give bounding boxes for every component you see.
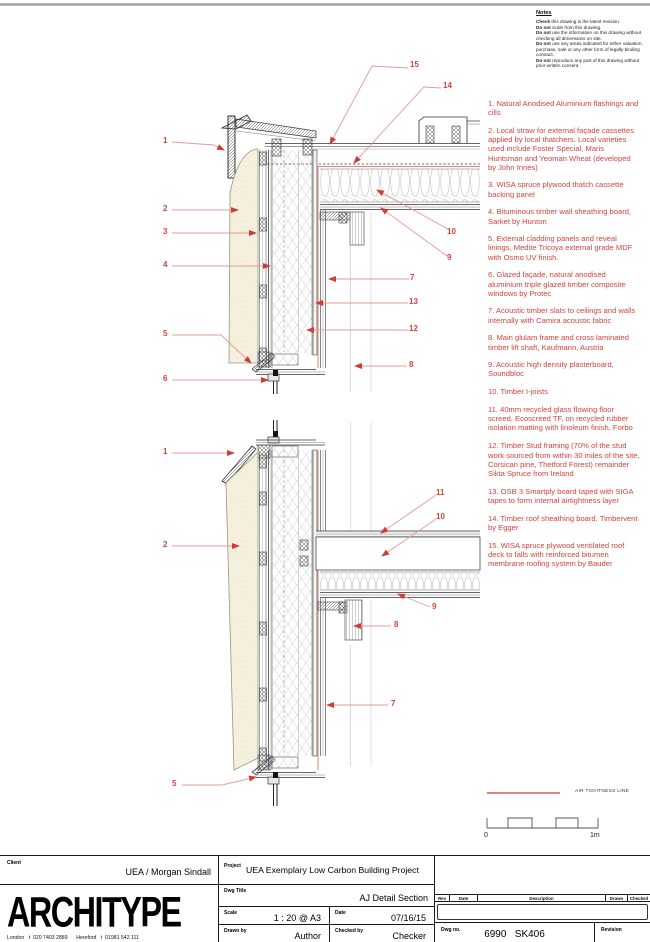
annotation-item-8: 8. Main glulam frame and cross laminated… (488, 333, 629, 352)
annotation-item-3: 3. WISA spruce plywood thatch cassette b… (488, 180, 624, 199)
contact-line: London t 020 7403 2889 Hereford t 01981 … (7, 935, 139, 941)
drawn-by-cell: Drawn by Author (219, 925, 330, 942)
checked-by-label: Checked by (334, 928, 364, 934)
callout-upper-10: 10 (447, 227, 456, 236)
callout-lower-1: 1 (163, 447, 168, 456)
upper-leader-lines (171, 65, 449, 383)
callout-upper-12: 12 (409, 324, 418, 333)
callout-upper-5: 5 (163, 329, 168, 338)
revision-table-header: Rev Date Description Drawn Checked (435, 893, 650, 902)
checked-by-value: Checker (392, 931, 426, 941)
project-cell: Project UEA Exemplary Low Carbon Buildin… (219, 856, 434, 885)
callout-lower-2: 2 (163, 540, 168, 549)
callout-upper-8: 8 (409, 360, 414, 369)
architype-logo: ARCHITYPE (7, 888, 182, 936)
scale-cell: Scale 1 : 20 @ A3 (219, 907, 330, 924)
drawn-by-value: Author (294, 931, 321, 941)
title-block-project-column: Project UEA Exemplary Low Carbon Buildin… (218, 856, 435, 942)
callout-upper-4: 4 (163, 260, 168, 269)
annotation-item-5: 5. External cladding panels and reveal l… (488, 234, 633, 262)
project-value: UEA Exemplary Low Carbon Building Projec… (246, 865, 419, 875)
dwg-no-label: Dwg no. (441, 927, 461, 934)
dwg-title-value: AJ Detail Section (359, 893, 428, 903)
title-block: Client UEA / Morgan Sindall ARCHITYPE Lo… (0, 855, 650, 942)
lower-leader-lines (172, 450, 437, 786)
dwg-no-value: 6990 SK406 (484, 929, 545, 941)
client-value: UEA / Morgan Sindall (125, 867, 211, 877)
callout-upper-14: 14 (443, 81, 452, 90)
scale-date-row: Scale 1 : 20 @ A3 Date 07/16/15 (219, 907, 434, 925)
callout-upper-13: 13 (409, 297, 418, 306)
callout-upper-2: 2 (163, 204, 168, 213)
scale-label-0: 0 (484, 832, 488, 839)
callout-upper-15: 15 (410, 60, 419, 69)
title-block-revision-column: Rev Date Description Drawn Checked Dwg n… (435, 856, 650, 942)
callout-upper-3: 3 (163, 227, 168, 236)
callout-upper-9: 9 (447, 253, 452, 262)
scale-value: 1 : 20 @ A3 (273, 913, 321, 923)
client-cell: Client UEA / Morgan Sindall (0, 856, 218, 885)
callout-upper-6: 6 (163, 374, 168, 383)
note-line: Do not scale from this drawing. (536, 24, 602, 30)
callout-lower-11: 11 (436, 488, 445, 497)
drawn-by-label: Drawn by (224, 928, 247, 934)
title-block-client-column: Client UEA / Morgan Sindall ARCHITYPE Lo… (0, 856, 218, 942)
client-label: Client (7, 860, 21, 866)
rev-col-header: Date (450, 894, 478, 901)
note-line: Do not reproduce any part of this drawin… (536, 57, 640, 69)
notes-panel: Notes Check this drawing is the latest r… (536, 10, 648, 69)
revision-empty-row (435, 902, 650, 923)
callout-lower-10: 10 (436, 512, 445, 521)
date-cell: Date 07/16/15 (330, 907, 434, 924)
annotation-item-1: 1. Natural Anodised Aluminium flashings … (488, 99, 639, 118)
revision-cell: Revision (595, 923, 650, 942)
dwg-title-cell: Dwg Title AJ Detail Section (219, 885, 434, 907)
lower-detail (172, 420, 481, 806)
annotation-item-15: 15. WISA spruce plywood ventilated roof … (488, 540, 625, 569)
callout-lower-8: 8 (394, 620, 399, 629)
scale-label: Scale (224, 910, 238, 916)
annotation-item-12: 12. Timber Stud framing (70% of the stud… (488, 441, 640, 479)
note-line: Do not use the information on this drawi… (536, 30, 641, 41)
rev-col-header: Drawn (606, 894, 628, 901)
annotation-item-10: 10. Timber I-joists (488, 387, 548, 397)
revision-row-box (437, 903, 648, 921)
upper-detail (171, 65, 480, 394)
air-tightness-label: AIR TIGHTNESS LINE (575, 789, 630, 794)
dwg-no-cell: Dwg no. 6990 SK406 (435, 923, 595, 942)
annotation-list: 1. Natural Anodised Aluminium flashings … (488, 99, 640, 577)
detail-drawing-svg (0, 3, 650, 829)
annotation-item-6: 6. Glazed façade, natural anodised alumi… (488, 270, 626, 298)
annotation-item-11: 11. 40mm recycled glass flowing floor sc… (488, 404, 633, 433)
air-tightness-line-sample (487, 792, 560, 794)
rev-col-header: Rev (435, 894, 450, 901)
annotation-item-14: 14. Timber roof sheathing board, Timberv… (488, 513, 638, 532)
notes-title: Notes (536, 10, 552, 16)
annotation-item-2: 2. Local straw for external façade casse… (488, 125, 635, 172)
callout-lower-5: 5 (172, 779, 177, 788)
callout-lower-7: 7 (391, 699, 396, 708)
annotation-item-13: 13. OSB 3 Smartply board taped with SIGA… (488, 486, 634, 505)
note-line: Do not use any areas indicated for eithe… (536, 41, 643, 57)
revision-label: Revision (601, 927, 622, 934)
callout-lower-9: 9 (432, 602, 437, 611)
dwg-no-row: Dwg no. 6990 SK406 Revision (435, 922, 650, 942)
rev-col-header: Description (478, 894, 606, 901)
callout-upper-1: 1 (163, 136, 168, 145)
date-value: 07/16/15 (390, 913, 426, 923)
project-label: Project (224, 863, 241, 869)
checked-by-cell: Checked by Checker (330, 925, 434, 942)
annotation-item-9: 9. Acoustic high density plasterboard, S… (488, 360, 614, 379)
annotation-item-7: 7. Acoustic timber slats to ceilings and… (488, 306, 636, 325)
callout-upper-7: 7 (410, 273, 415, 282)
date-label: Date (334, 910, 346, 916)
annotation-item-4: 4. Bituminous timber wall sheathing boar… (488, 207, 632, 226)
drawn-checked-row: Drawn by Author Checked by Checker (219, 925, 434, 942)
scale-bar (486, 817, 599, 829)
rev-col-header: Checked (629, 895, 649, 901)
dwg-title-label: Dwg Title (224, 888, 247, 894)
note-line: Check this drawing is the latest revisio… (536, 19, 621, 24)
revision-blank-space (435, 856, 650, 894)
scale-label-1m: 1m (590, 832, 600, 839)
